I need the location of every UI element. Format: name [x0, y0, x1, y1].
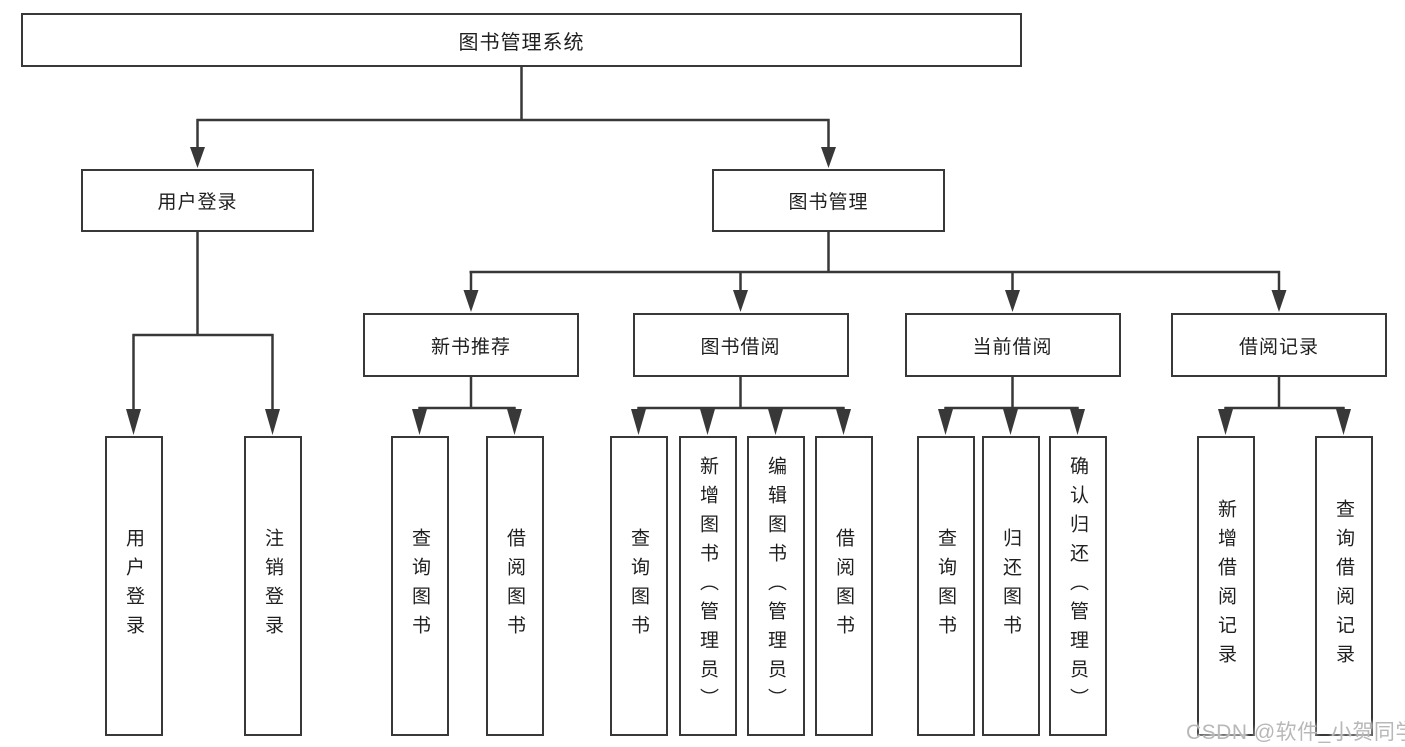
- leaf-return-books: 归还图书: [981, 436, 1040, 736]
- node-book-management: 图书管理: [712, 169, 945, 232]
- node-current-borrowing-label: 当前借阅: [972, 336, 1053, 358]
- node-book-borrowing: 图书借阅: [632, 313, 849, 377]
- leaf-confirm-return-admin-label: 确认归还（管理员）: [1067, 455, 1088, 717]
- leaf-query-books-1-label: 查询图书: [409, 528, 430, 644]
- leaf-borrow-books-1-label: 借阅图书: [504, 528, 525, 644]
- leaf-edit-books-admin: 编辑图书（管理员）: [746, 436, 805, 736]
- leaf-borrow-books-2: 借阅图书: [814, 436, 873, 736]
- leaf-add-borrow-record-label: 新增借阅记录: [1215, 499, 1236, 673]
- node-current-borrowing: 当前借阅: [904, 313, 1121, 377]
- leaf-user-login-label: 用户登录: [123, 528, 144, 644]
- watermark: CSDN @软件_小贺同学: [1186, 721, 1405, 744]
- leaf-edit-books-admin-label: 编辑图书（管理员）: [765, 455, 786, 717]
- node-library-system: 图书管理系统: [21, 13, 1022, 67]
- leaf-query-borrow-record-label: 查询借阅记录: [1333, 499, 1354, 673]
- leaf-query-borrow-record: 查询借阅记录: [1314, 436, 1373, 736]
- leaf-add-books-admin-label: 新增图书（管理员）: [697, 455, 718, 717]
- node-user-login: 用户登录: [81, 169, 314, 232]
- leaf-logout: 注销登录: [243, 436, 302, 736]
- leaf-user-login: 用户登录: [104, 436, 163, 736]
- leaf-query-books-2: 查询图书: [609, 436, 668, 736]
- leaf-borrow-books-1: 借阅图书: [485, 436, 544, 736]
- node-book-borrowing-label: 图书借阅: [700, 336, 781, 358]
- node-new-book-recommend-label: 新书推荐: [430, 336, 511, 358]
- leaf-add-borrow-record: 新增借阅记录: [1196, 436, 1255, 736]
- leaf-confirm-return-admin: 确认归还（管理员）: [1048, 436, 1107, 736]
- leaf-return-books-label: 归还图书: [1000, 528, 1021, 644]
- leaf-query-books-3: 查询图书: [916, 436, 975, 736]
- leaf-borrow-books-2-label: 借阅图书: [833, 528, 854, 644]
- node-borrowing-records-label: 借阅记录: [1238, 336, 1319, 358]
- leaf-query-books-3-label: 查询图书: [935, 528, 956, 644]
- leaf-add-books-admin: 新增图书（管理员）: [678, 436, 737, 736]
- node-borrowing-records: 借阅记录: [1171, 313, 1387, 377]
- node-library-system-label: 图书管理系统: [458, 31, 585, 54]
- node-user-login-label: 用户登录: [157, 192, 238, 213]
- leaf-logout-label: 注销登录: [262, 528, 283, 644]
- leaf-query-books-1: 查询图书: [390, 436, 449, 736]
- node-book-management-label: 图书管理: [788, 192, 869, 213]
- node-new-book-recommend: 新书推荐: [363, 313, 579, 377]
- leaf-query-books-2-label: 查询图书: [628, 528, 649, 644]
